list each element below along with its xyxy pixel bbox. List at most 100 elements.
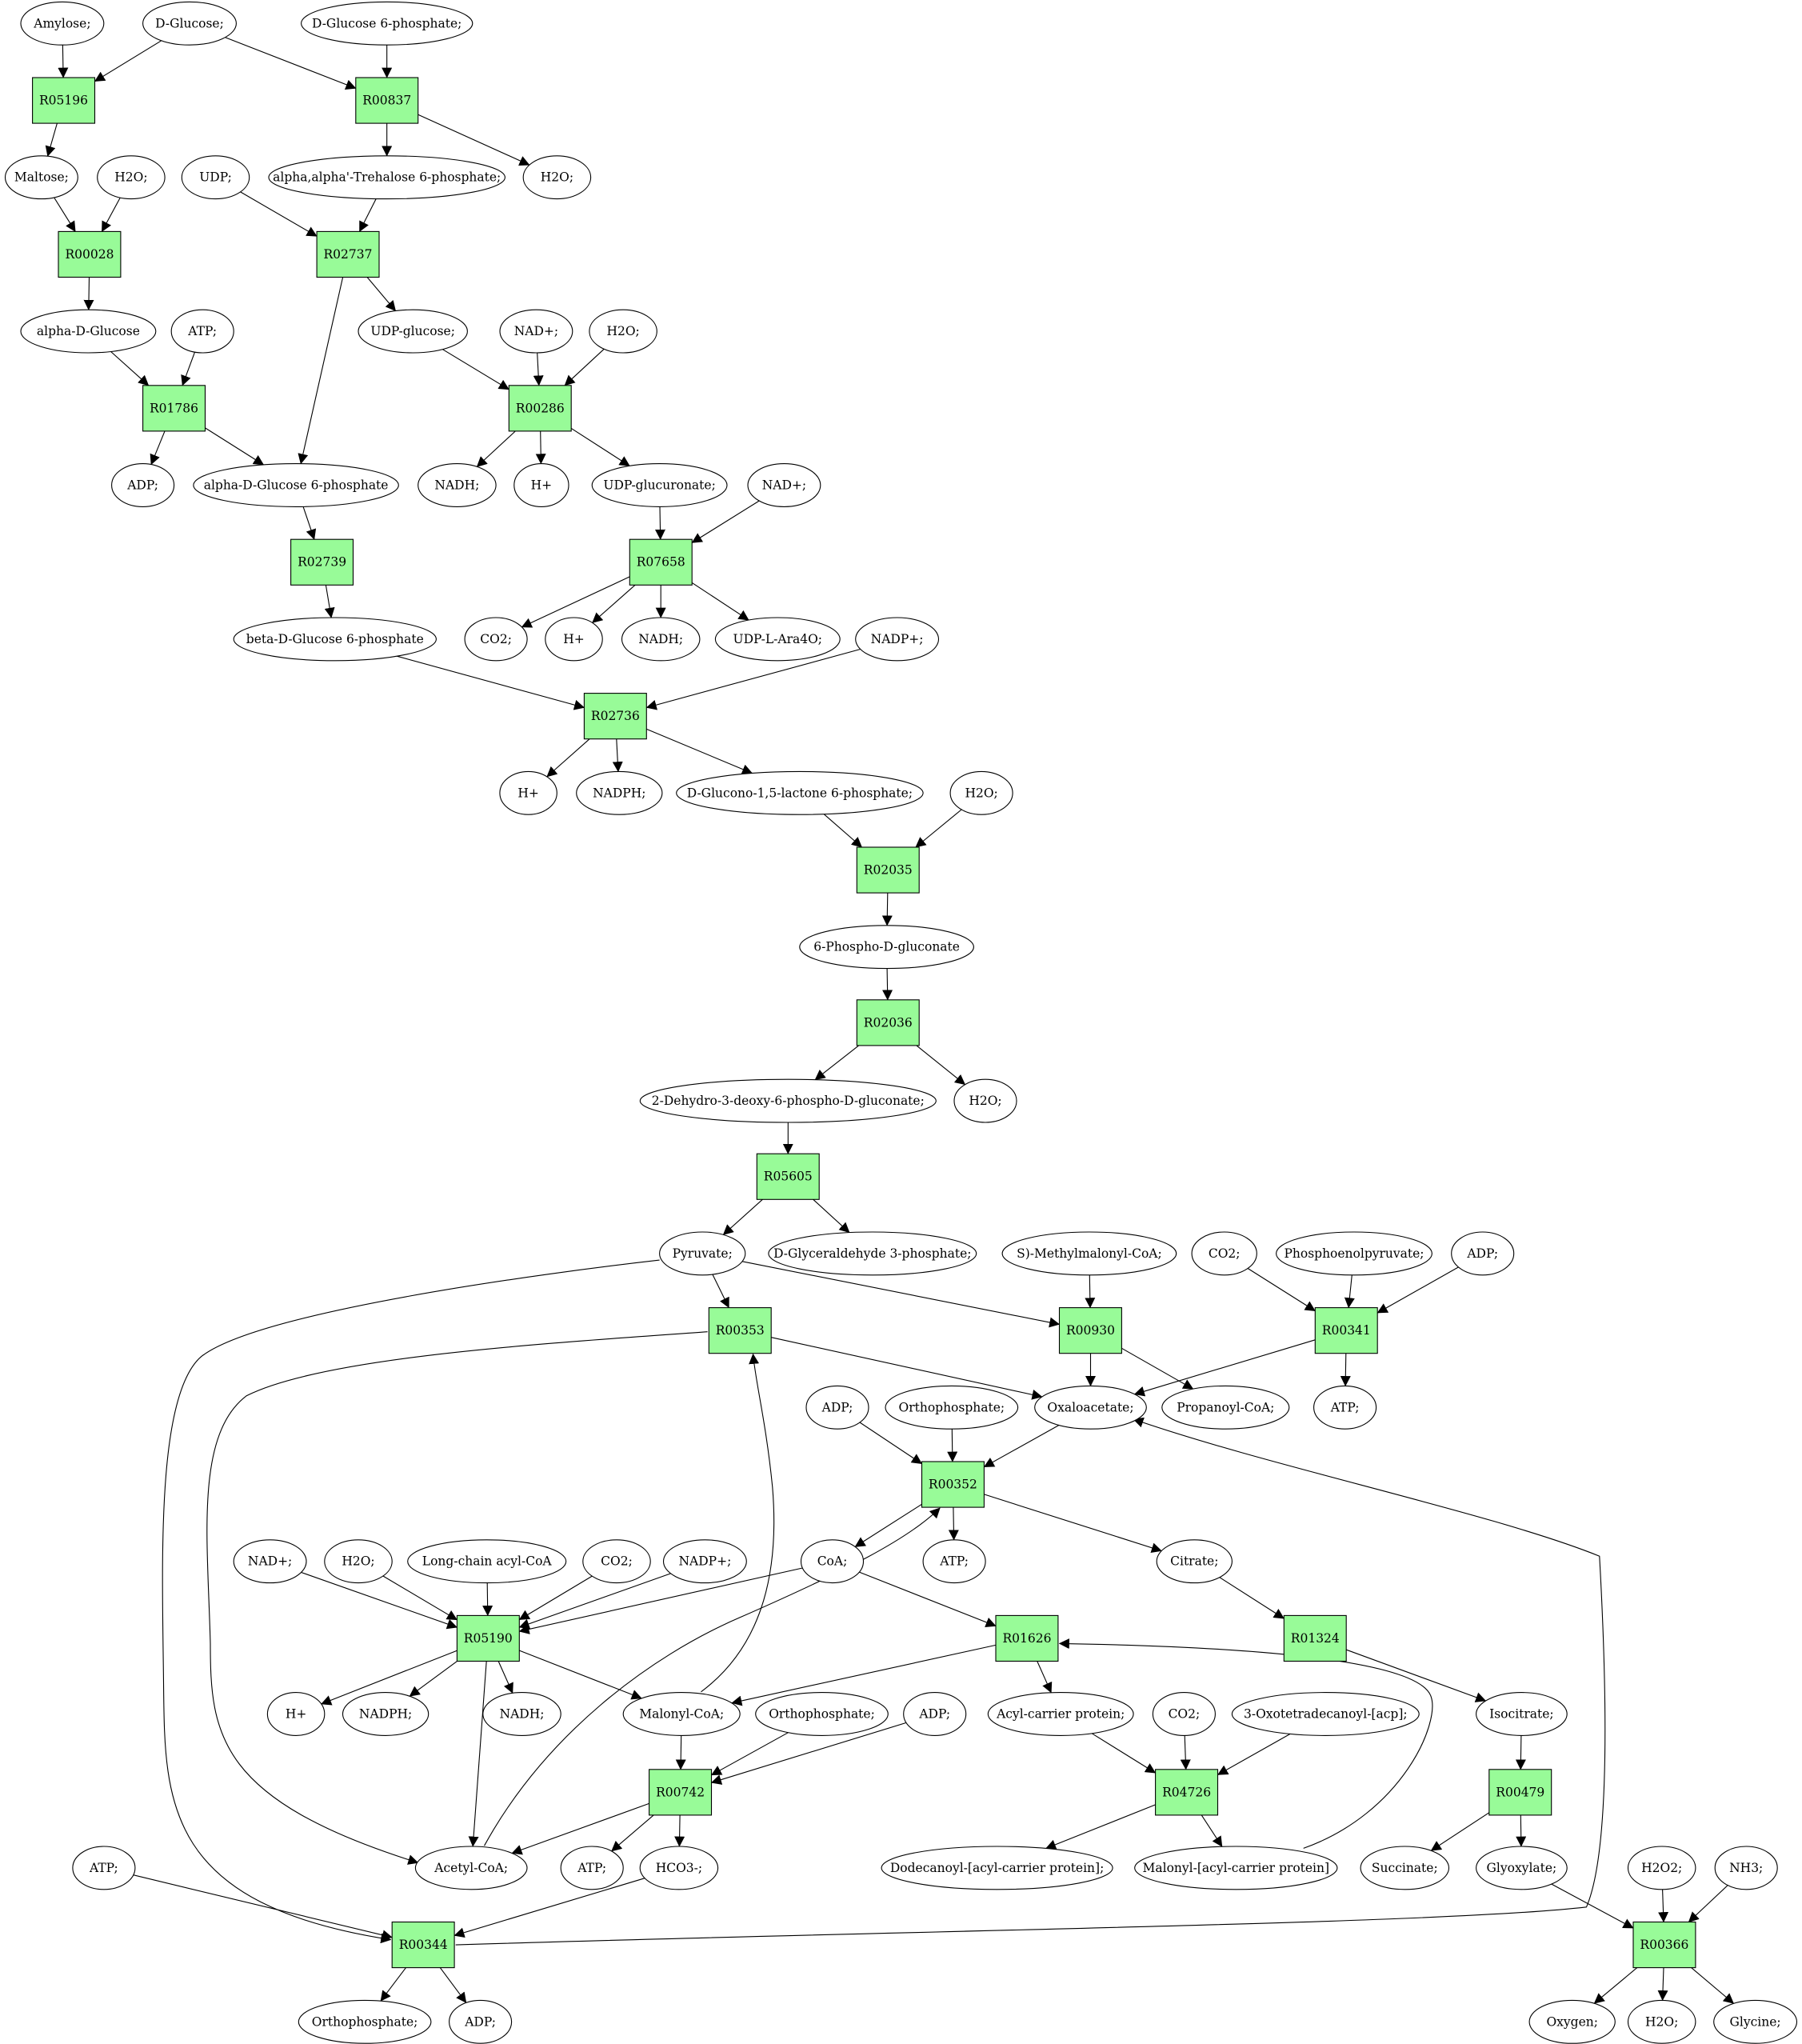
metabolite-hplus-4[interactable]: H+ <box>266 1692 326 1736</box>
metabolite-co2-3[interactable]: CO2; <box>582 1539 651 1584</box>
reaction-r01786[interactable]: R01786 <box>142 385 206 432</box>
metabolite-nadh-1[interactable]: NADH; <box>418 463 497 507</box>
metabolite-adp-1[interactable]: ADP; <box>111 463 175 507</box>
metabolite-coa[interactable]: CoA; <box>800 1539 865 1584</box>
metabolite-acetyl-coa[interactable]: Acetyl-CoA; <box>414 1846 528 1890</box>
reaction-r00028[interactable]: R00028 <box>58 230 122 278</box>
reaction-r00353[interactable]: R00353 <box>708 1307 772 1354</box>
metabolite-co2-4[interactable]: CO2; <box>1152 1692 1216 1736</box>
reaction-r02036[interactable]: R02036 <box>856 999 920 1046</box>
metabolite-d-glucose[interactable]: D-Glucose; <box>142 1 237 46</box>
reaction-r02737[interactable]: R02737 <box>316 230 380 278</box>
metabolite-d-glucose-6p[interactable]: D-Glucose 6-phosphate; <box>301 1 473 46</box>
metabolite-long-chain-acyl-coa[interactable]: Long-chain acyl-CoA <box>407 1539 567 1584</box>
metabolite-acp[interactable]: Acyl-carrier protein; <box>987 1692 1134 1736</box>
metabolite-h2o-7[interactable]: H2O; <box>1627 1999 1696 2044</box>
metabolite-atp-5[interactable]: ATP; <box>560 1846 624 1890</box>
metabolite-adp-2[interactable]: ADP; <box>1451 1231 1515 1276</box>
metabolite-adp-5[interactable]: ADP; <box>449 1999 513 2044</box>
reaction-r05190[interactable]: R05190 <box>456 1614 520 1662</box>
metabolite-maltose[interactable]: Maltose; <box>4 155 78 200</box>
metabolite-glycine[interactable]: Glycine; <box>1713 1999 1798 2044</box>
metabolite-hplus-1[interactable]: H+ <box>513 463 569 507</box>
metabolite-atp-3[interactable]: ATP; <box>922 1539 986 1584</box>
metabolite-methylmalonyl-coa[interactable]: S)-Methylmalonyl-CoA; <box>1001 1231 1177 1276</box>
metabolite-nad-1[interactable]: NAD+; <box>499 309 573 354</box>
metabolite-adp-3[interactable]: ADP; <box>805 1385 869 1430</box>
metabolite-atp-1[interactable]: ATP; <box>170 309 234 354</box>
reaction-r04726[interactable]: R04726 <box>1155 1769 1219 1816</box>
metabolite-beta-d-glucose-6p[interactable]: beta-D-Glucose 6-phosphate <box>233 617 437 662</box>
reaction-r00344[interactable]: R00344 <box>391 1921 455 1969</box>
reaction-r05605[interactable]: R05605 <box>756 1153 820 1200</box>
metabolite-atp-4[interactable]: ATP; <box>72 1846 136 1890</box>
reaction-r00479[interactable]: R00479 <box>1488 1769 1552 1816</box>
metabolite-adp-4[interactable]: ADP; <box>903 1692 967 1736</box>
metabolite-alpha-d-glucose[interactable]: alpha-D-Glucose <box>20 309 157 354</box>
metabolite-nad-2[interactable]: NAD+; <box>747 463 821 507</box>
metabolite-udp-1[interactable]: UDP; <box>181 155 250 200</box>
reaction-r07658[interactable]: R07658 <box>629 538 693 586</box>
metabolite-hplus-2[interactable]: H+ <box>545 617 603 662</box>
reaction-r00366[interactable]: R00366 <box>1632 1921 1696 1969</box>
metabolite-citrate[interactable]: Citrate; <box>1156 1539 1233 1584</box>
metabolite-h2o-4[interactable]: H2O; <box>949 770 1013 815</box>
metabolite-nad-3[interactable]: NAD+; <box>233 1539 307 1584</box>
metabolite-nadh-3[interactable]: NADH; <box>482 1692 561 1736</box>
metabolite-atp-2[interactable]: ATP; <box>1313 1385 1377 1430</box>
metabolite-orthophosphate-1[interactable]: Orthophosphate; <box>885 1385 1019 1430</box>
metabolite-h2o-1[interactable]: H2O; <box>97 155 166 200</box>
reaction-r02739[interactable]: R02739 <box>290 538 354 586</box>
metabolite-oxotetradecanoyl-acp[interactable]: 3-Oxotetradecanoyl-[acp]; <box>1231 1692 1420 1736</box>
metabolite-nadph-2[interactable]: NADPH; <box>342 1692 430 1736</box>
metabolite-amylose[interactable]: Amylose; <box>20 1 105 46</box>
metabolite-nadh-2[interactable]: NADH; <box>621 617 701 662</box>
metabolite-hplus-3[interactable]: H+ <box>499 770 557 815</box>
metabolite-h2o-5[interactable]: H2O; <box>953 1078 1017 1123</box>
metabolite-malonyl-acp[interactable]: Malonyl-[acyl-carrier protein] <box>1134 1846 1338 1890</box>
metabolite-nadph-1[interactable]: NADPH; <box>576 770 663 815</box>
reaction-r02736[interactable]: R02736 <box>583 693 647 740</box>
metabolite-oxygen[interactable]: Oxygen; <box>1528 1999 1616 2044</box>
metabolite-udp-l-ara4o[interactable]: UDP-L-Ara4O; <box>714 617 841 662</box>
metabolite-hco3[interactable]: HCO3-; <box>639 1846 719 1890</box>
metabolite-nadp-2[interactable]: NADP+; <box>662 1539 747 1584</box>
reaction-r01324[interactable]: R01324 <box>1283 1614 1347 1662</box>
metabolite-dodecanoyl-acp[interactable]: Dodecanoyl-[acyl-carrier protein]; <box>881 1846 1113 1890</box>
metabolite-h2o-3[interactable]: H2O; <box>589 309 657 354</box>
reaction-r00930[interactable]: R00930 <box>1058 1307 1122 1354</box>
metabolite-pep[interactable]: Phosphoenolpyruvate; <box>1276 1231 1432 1276</box>
metabolite-co2-2[interactable]: CO2; <box>1191 1231 1257 1276</box>
reaction-r00352[interactable]: R00352 <box>921 1461 985 1508</box>
reaction-r00742[interactable]: R00742 <box>649 1769 713 1816</box>
reaction-r00837[interactable]: R00837 <box>355 77 419 124</box>
metabolite-succinate[interactable]: Succinate; <box>1360 1846 1450 1890</box>
metabolite-pyruvate[interactable]: Pyruvate; <box>659 1231 746 1276</box>
metabolite-nh3[interactable]: NH3; <box>1714 1846 1778 1890</box>
metabolite-nadp-1[interactable]: NADP+; <box>855 617 940 662</box>
metabolite-kdpg[interactable]: 2-Dehydro-3-deoxy-6-phospho-D-gluconate; <box>639 1078 937 1123</box>
metabolite-h2o-6[interactable]: H2O; <box>324 1539 393 1584</box>
metabolite-alpha-d-glucose-6p[interactable]: alpha-D-Glucose 6-phosphate <box>193 463 399 507</box>
metabolite-udp-glucuronate[interactable]: UDP-glucuronate; <box>591 463 728 507</box>
metabolite-glyoxylate[interactable]: Glyoxylate; <box>1476 1846 1568 1890</box>
metabolite-h2o2[interactable]: H2O2; <box>1627 1846 1696 1890</box>
metabolite-trehalose-6p[interactable]: alpha,alpha'-Trehalose 6-phosphate; <box>268 155 505 200</box>
metabolite-malonyl-coa[interactable]: Malonyl-CoA; <box>622 1692 741 1736</box>
metabolite-isocitrate[interactable]: Isocitrate; <box>1476 1692 1568 1736</box>
metabolite-co2-1[interactable]: CO2; <box>464 617 528 662</box>
metabolite-gap[interactable]: D-Glyceraldehyde 3-phosphate; <box>768 1231 977 1276</box>
metabolite-phospho-d-gluconate[interactable]: 6-Phospho-D-gluconate <box>799 925 974 970</box>
reaction-r05196[interactable]: R05196 <box>32 77 96 124</box>
metabolite-glucono-lactone-6p[interactable]: D-Glucono-1,5-lactone 6-phosphate; <box>676 770 924 815</box>
reaction-r01626[interactable]: R01626 <box>995 1614 1059 1662</box>
metabolite-orthophosphate-2[interactable]: Orthophosphate; <box>755 1692 889 1736</box>
metabolite-h2o-2[interactable]: H2O; <box>522 155 592 200</box>
metabolite-udp-glucose[interactable]: UDP-glucose; <box>358 309 468 354</box>
metabolite-oxaloacetate[interactable]: Oxaloacetate; <box>1034 1385 1147 1430</box>
metabolite-propanoyl-coa[interactable]: Propanoyl-CoA; <box>1161 1385 1290 1430</box>
reaction-r00286[interactable]: R00286 <box>508 385 572 432</box>
reaction-r02035[interactable]: R02035 <box>856 846 920 894</box>
metabolite-orthophosphate-3[interactable]: Orthophosphate; <box>298 1999 432 2044</box>
reaction-r00341[interactable]: R00341 <box>1314 1307 1378 1354</box>
